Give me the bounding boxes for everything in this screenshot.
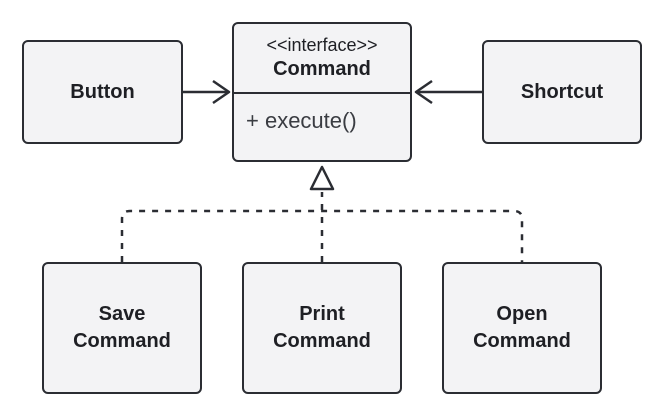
shortcut-class-box: Shortcut [482,40,642,144]
interface-stereotype: <<interface>> [266,35,378,55]
button-to-command-arrow [183,79,231,105]
open-command-box: Open Command [442,262,602,394]
print-command-label-line2: Command [273,330,371,352]
shortcut-to-command-arrow [414,79,482,105]
realization-triangle-head [309,165,335,191]
button-class-box: Button [22,40,183,144]
command-interface-methods: + execute() [234,94,410,134]
open-command-label-line2: Command [473,330,571,352]
interface-method: + execute() [246,108,357,133]
realization-connectors [120,192,524,262]
print-command-box: Print Command [242,262,402,394]
shortcut-class-label: Shortcut [520,80,604,103]
open-command-label-line1: Open [496,303,548,325]
print-command-label-line1: Print [299,303,345,325]
interface-name: Command [273,58,371,80]
save-command-box: Save Command [42,262,202,394]
command-interface-box: <<interface>> Command + execute() [232,22,412,162]
save-command-label-line2: Command [73,330,171,352]
save-command-label-line1: Save [98,303,146,325]
button-class-label: Button [70,80,135,103]
command-interface-header: <<interface>> Command [234,24,410,94]
